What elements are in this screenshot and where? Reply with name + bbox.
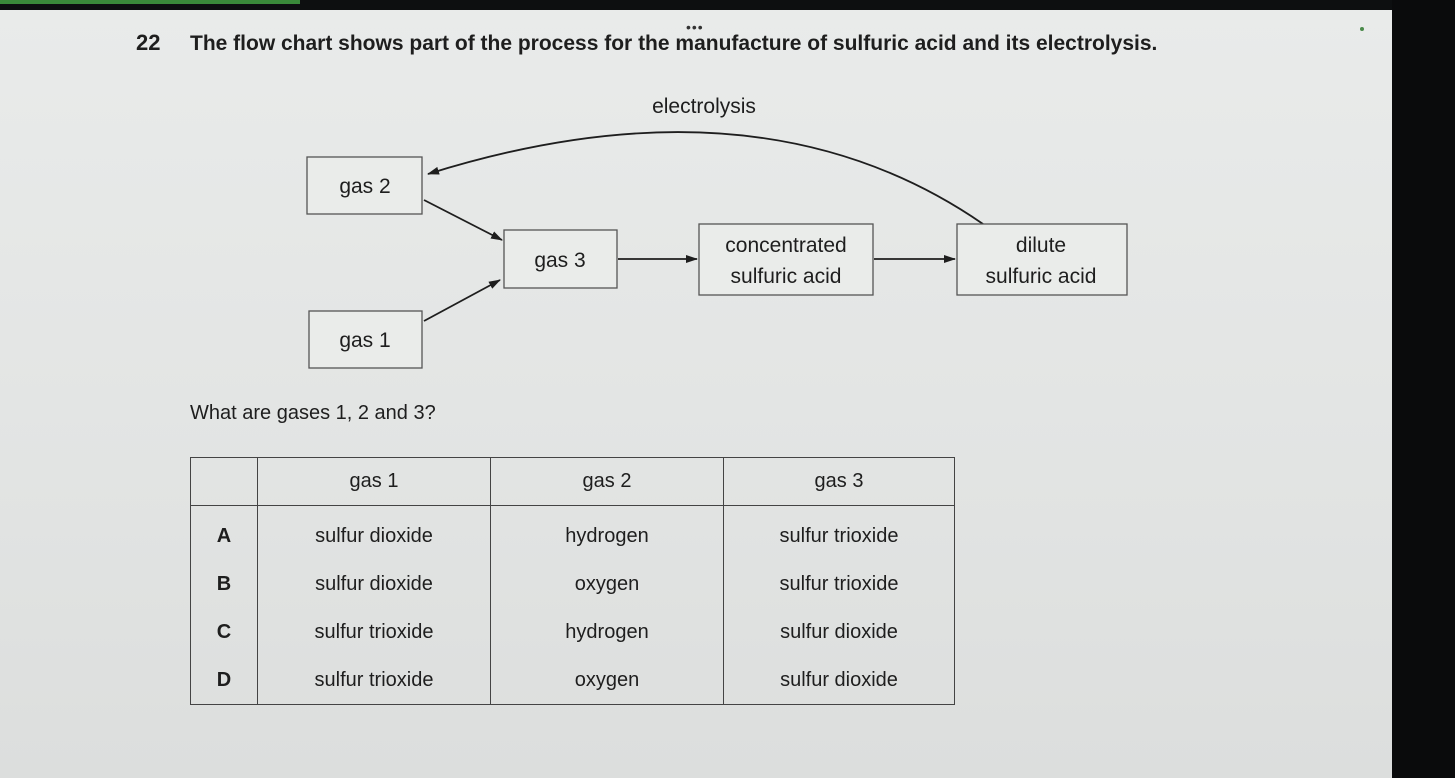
option-gas2: oxygen: [490, 560, 724, 608]
electrolysis-arrow: [427, 131, 984, 225]
option-gas3: sulfur dioxide: [723, 656, 955, 705]
gas3-box: gas 3: [503, 229, 618, 289]
gas1-label: gas 1: [339, 329, 390, 352]
table-header-gas3: gas 3: [723, 457, 955, 506]
menu-dots-icon[interactable]: •••: [686, 19, 704, 35]
dilute-line2: sulfuric acid: [986, 265, 1097, 288]
subquestion-text: What are gases 1, 2 and 3?: [190, 402, 436, 424]
answer-row-a[interactable]: A sulfur dioxide hydrogen sulfur trioxid…: [190, 505, 955, 560]
option-gas1: sulfur dioxide: [257, 560, 491, 608]
status-dot-icon: [1360, 27, 1364, 31]
option-gas1: sulfur trioxide: [257, 608, 491, 656]
table-header-gas2: gas 2: [490, 457, 724, 506]
gas2-label: gas 2: [339, 175, 390, 198]
screen-bezel: [1392, 0, 1455, 778]
question-number: 22: [136, 30, 161, 55]
table-header-row: gas 1 gas 2 gas 3: [190, 457, 955, 506]
top-bar-accent: [0, 0, 300, 4]
question-text: The flow chart shows part of the process…: [190, 32, 1158, 55]
gas2-box: gas 2: [306, 156, 423, 215]
option-gas1: sulfur trioxide: [257, 656, 491, 705]
answer-table: gas 1 gas 2 gas 3 A sulfur dioxide hydro…: [190, 457, 955, 705]
gas1-to-gas3-arrow: [423, 279, 501, 322]
option-key: C: [190, 608, 258, 656]
option-gas1: sulfur dioxide: [257, 505, 491, 560]
electrolysis-label: electrolysis: [652, 95, 756, 118]
table-header-gas1: gas 1: [257, 457, 491, 506]
table-header-key: [190, 457, 258, 506]
concentrated-line1: concentrated: [725, 234, 846, 257]
answer-row-b[interactable]: B sulfur dioxide oxygen sulfur trioxide: [190, 560, 955, 608]
gas3-label: gas 3: [534, 249, 585, 272]
option-gas3: sulfur trioxide: [723, 505, 955, 560]
option-gas3: sulfur trioxide: [723, 560, 955, 608]
dilute-line1: dilute: [1016, 234, 1066, 257]
answer-row-c[interactable]: C sulfur trioxide hydrogen sulfur dioxid…: [190, 608, 955, 656]
option-key: B: [190, 560, 258, 608]
concentrated-acid-box: concentrated sulfuric acid: [698, 223, 874, 296]
option-gas2: oxygen: [490, 656, 724, 705]
option-key: A: [190, 505, 258, 560]
option-gas2: hydrogen: [490, 505, 724, 560]
dilute-acid-box: dilute sulfuric acid: [956, 223, 1128, 296]
option-key: D: [190, 656, 258, 705]
gas1-box: gas 1: [308, 310, 423, 369]
top-bar: [0, 0, 1455, 10]
option-gas2: hydrogen: [490, 608, 724, 656]
concentrated-line2: sulfuric acid: [731, 265, 842, 288]
flow-chart: electrolysis gas 2 gas 1 gas 3 concentra…: [306, 95, 1128, 369]
option-gas3: sulfur dioxide: [723, 608, 955, 656]
answer-row-d[interactable]: D sulfur trioxide oxygen sulfur dioxide: [190, 656, 955, 705]
gas2-to-gas3-arrow: [423, 199, 503, 241]
